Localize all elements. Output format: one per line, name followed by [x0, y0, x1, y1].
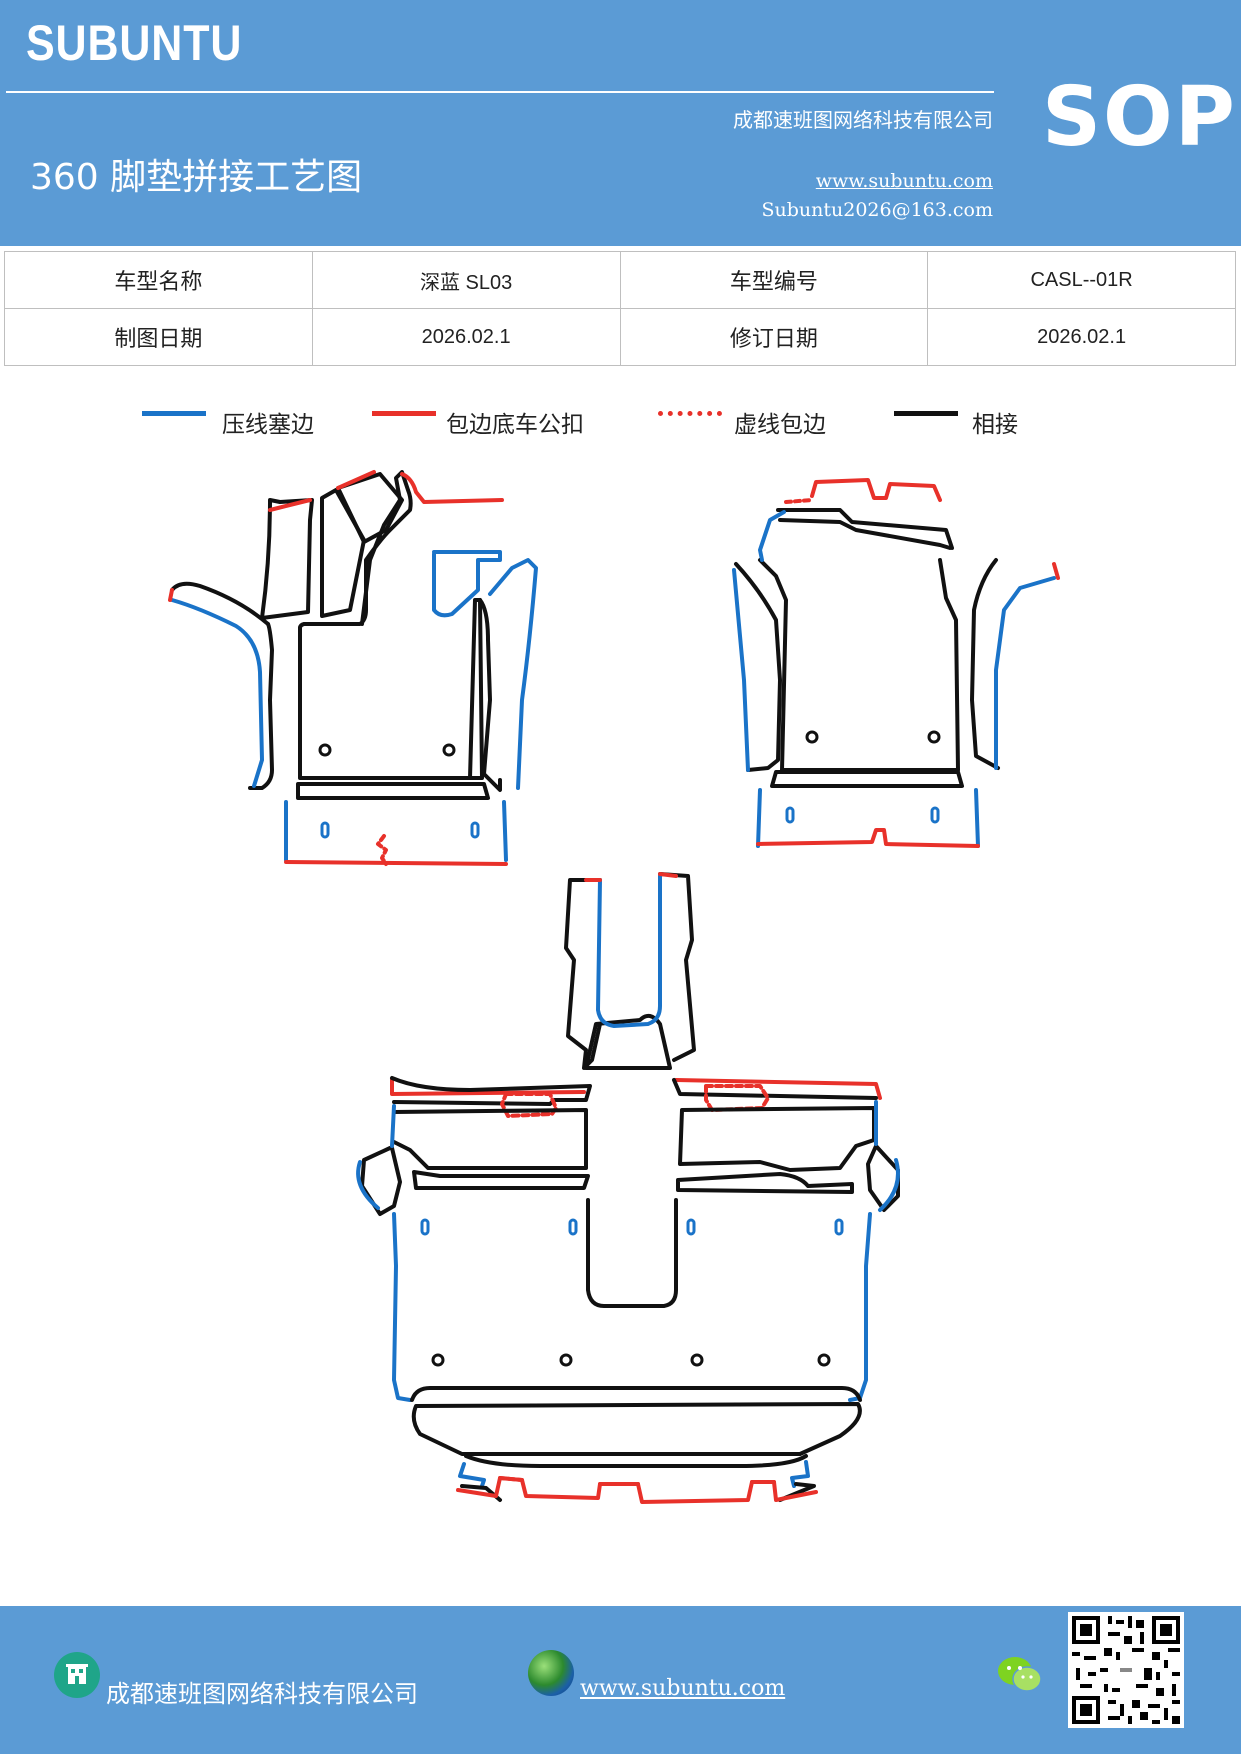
passenger-mat [732, 478, 1060, 848]
value-draw-date: 2026.02.1 [311, 308, 621, 366]
header-email[interactable]: Subuntu2026@163.com [761, 199, 993, 221]
page-footer: 成都速班图网络科技有限公司 www.subuntu.com [0, 1606, 1241, 1754]
table-row: 制图日期 2026.02.1 修订日期 2026.02.1 [4, 308, 1236, 366]
center-console-mat [564, 872, 696, 1070]
legend-blue-line [142, 411, 206, 416]
page-header: SUBUNTU 成都速班图网络科技有限公司 360 脚垫拼接工艺图 www.su… [0, 0, 1241, 246]
qr-code-pattern [1072, 1616, 1180, 1724]
value-revision-date: 2026.02.1 [927, 308, 1236, 366]
building-icon [54, 1652, 100, 1698]
building-icon-glyph [66, 1664, 88, 1684]
brand-logo: SUBUNTU [26, 15, 243, 71]
driver-mat [168, 470, 538, 866]
legend-label: 虚线包边 [734, 412, 826, 438]
vehicle-info-table: 车型名称 深蓝 SL03 车型编号 CASL--01R 制图日期 2026.02… [4, 251, 1236, 366]
legend-label: 相接 [972, 412, 1018, 438]
rear-mat [356, 1076, 900, 1504]
legend: 压线塞边 包边底车公扣 虚线包边 相接 [0, 395, 1241, 445]
legend-label: 压线塞边 [222, 412, 314, 438]
footer-company: 成都速班图网络科技有限公司 [106, 1680, 418, 1708]
table-row: 车型名称 深蓝 SL03 车型编号 CASL--01R [4, 251, 1236, 309]
footer-website-link[interactable]: www.subuntu.com [580, 1676, 786, 1701]
document-title: 360 脚垫拼接工艺图 [30, 157, 363, 198]
value-model-code: CASL--01R [927, 251, 1236, 309]
header-website-link[interactable]: www.subuntu.com [815, 170, 993, 192]
header-company: 成都速班图网络科技有限公司 [733, 108, 993, 132]
qr-code [1068, 1612, 1184, 1728]
header-divider [6, 91, 994, 93]
globe-icon [528, 1650, 574, 1696]
legend-red-dashed-line [658, 411, 722, 416]
legend-black-line [894, 411, 958, 416]
floor-mat-diagram [168, 470, 1060, 1504]
sop-badge: SOP [1042, 70, 1237, 165]
label-draw-date: 制图日期 [4, 308, 313, 366]
legend-label: 包边底车公扣 [446, 412, 584, 438]
value-model-name: 深蓝 SL03 [311, 251, 621, 309]
label-model-name: 车型名称 [4, 251, 313, 309]
label-revision-date: 修订日期 [619, 308, 929, 366]
wechat-icon[interactable] [996, 1654, 1044, 1696]
label-model-code: 车型编号 [619, 251, 929, 309]
legend-red-line [372, 411, 436, 416]
